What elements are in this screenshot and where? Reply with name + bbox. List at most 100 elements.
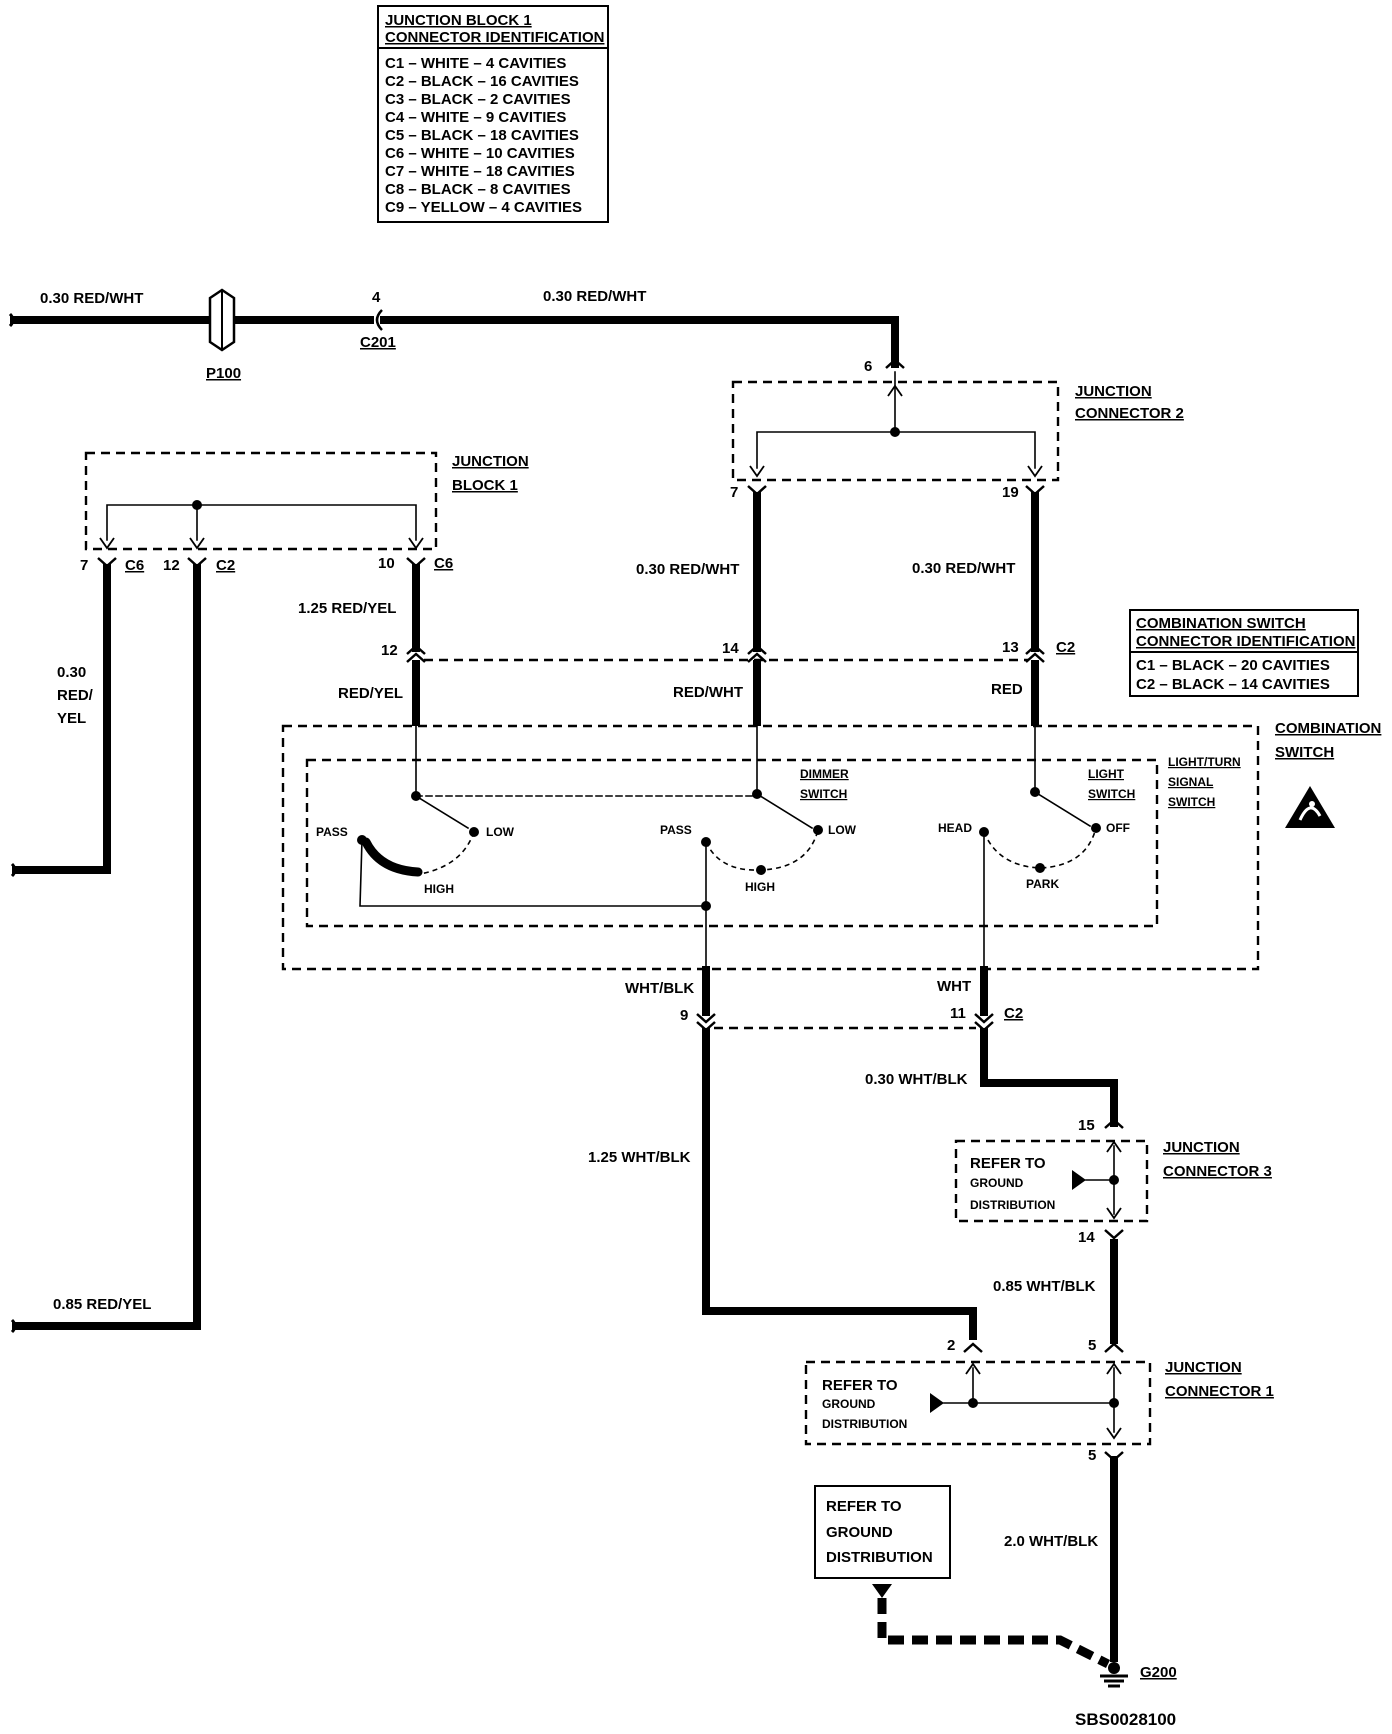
component-label: JUNCTION xyxy=(452,453,529,470)
junction-connector-2: JUNCTION CONNECTOR 2 7 19 xyxy=(730,358,1184,501)
wire-label: 0.30 xyxy=(57,664,86,681)
esd-warning-icon xyxy=(1285,786,1335,828)
top-feed-wire: 0.30 RED/WHT 0.30 RED/WHT P100 4 C201 6 xyxy=(8,288,899,382)
combination-switch: COMBINATION SWITCH LIGHT/TURN SIGNAL SWI… xyxy=(281,720,1381,971)
pin-number: 2 xyxy=(947,1337,955,1354)
connector-p100-icon xyxy=(208,288,236,352)
jb1-table-subtitle: CONNECTOR IDENTIFICATION xyxy=(385,29,604,46)
switch-position-label: HIGH xyxy=(424,882,454,896)
wire-label: 0.85 WHT/BLK xyxy=(993,1278,1096,1295)
component-label: SWITCH xyxy=(800,787,847,801)
jb1-table-row: C9 – YELLOW – 4 CAVITIES xyxy=(385,199,582,216)
pin-number: 7 xyxy=(730,484,738,501)
ground-reference-text: REFER TO xyxy=(970,1155,1046,1172)
pin-number: 7 xyxy=(80,557,88,574)
jc2-to-switch-wires: 0.30 RED/WHT 0.30 RED/WHT xyxy=(636,492,1039,726)
cs-c2-input-connector: 12 14 13 C2 RED/YEL RED/WHT RED xyxy=(338,639,1075,702)
wire-label: RED/ xyxy=(57,687,94,704)
ground-reference-text: GROUND xyxy=(826,1524,893,1541)
component-label: SWITCH xyxy=(1275,744,1334,761)
connector-label: P100 xyxy=(206,365,241,382)
wire-label: YEL xyxy=(57,710,86,727)
ground-g200: G200 xyxy=(1100,1662,1177,1688)
ground-reference-text: DISTRIBUTION xyxy=(822,1417,907,1431)
connector-label: C2 xyxy=(216,557,235,574)
wire-label: WHT/BLK xyxy=(625,980,694,997)
component-label: JUNCTION xyxy=(1075,383,1152,400)
jb1-table-row: C3 – BLACK – 2 CAVITIES xyxy=(385,91,571,108)
junction-connector-1: REFER TO GROUND DISTRIBUTION JUNCTION CO… xyxy=(804,1337,1274,1464)
light-switch: LIGHT SWITCH HEAD OFF PARK xyxy=(938,721,1135,971)
jb1-output-wires: 0.30 RED/ YEL 0.85 RED/YEL 1.25 RED/YEL xyxy=(10,564,420,1334)
jb1-connector-table: JUNCTION BLOCK 1 CONNECTOR IDENTIFICATIO… xyxy=(377,5,609,223)
switch-position-label: HIGH xyxy=(745,880,775,894)
pin-number: 14 xyxy=(722,640,739,657)
ground-reference-text: REFER TO xyxy=(826,1498,902,1515)
wire-label: WHT xyxy=(937,978,971,995)
wire-break-icon xyxy=(10,862,17,878)
switch-output-wires: 0.30 WHT/BLK 1.25 WHT/BLK 0.85 WHT/BLK 2… xyxy=(588,1028,1118,1662)
component-label: LIGHT/TURN xyxy=(1168,755,1241,769)
wire-break-icon xyxy=(8,312,15,328)
wire-label: 1.25 RED/YEL xyxy=(298,600,396,617)
component-label: CONNECTOR 3 xyxy=(1163,1163,1272,1180)
connector-label: C6 xyxy=(125,557,144,574)
junction-block-1: JUNCTION BLOCK 1 7 C6 12 C2 10 C6 xyxy=(80,451,529,574)
wire-label: RED/YEL xyxy=(338,685,403,702)
pin-number: 5 xyxy=(1088,1337,1096,1354)
cs-table-subtitle: CONNECTOR IDENTIFICATION xyxy=(1136,633,1355,650)
ground-reference-arrow-icon xyxy=(872,1584,892,1598)
wire-label: 1.25 WHT/BLK xyxy=(588,1149,691,1166)
jb1-table-row: C5 – BLACK – 18 CAVITIES xyxy=(385,127,579,144)
jb1-table-row: C8 – BLACK – 8 CAVITIES xyxy=(385,181,571,198)
component-label: BLOCK 1 xyxy=(452,477,518,494)
connector-label: C2 xyxy=(1056,639,1075,656)
jb1-table-row: C2 – BLACK – 16 CAVITIES xyxy=(385,73,579,90)
component-label: SIGNAL xyxy=(1168,775,1213,789)
connector-label: C6 xyxy=(434,555,453,572)
wire-label: RED xyxy=(991,681,1023,698)
ground-reference-text: DISTRIBUTION xyxy=(970,1198,1055,1212)
wire-label: 2.0 WHT/BLK xyxy=(1004,1533,1098,1550)
wire-label: RED/WHT xyxy=(673,684,743,701)
ground-distribution-ref: REFER TO GROUND DISTRIBUTION xyxy=(814,1485,1111,1669)
junction-connector-3: REFER TO GROUND DISTRIBUTION JUNCTION CO… xyxy=(954,1117,1272,1246)
wire-label: 0.30 WHT/BLK xyxy=(865,1071,968,1088)
wire-label: 0.30 RED/WHT xyxy=(40,290,143,307)
cs-table-row: C2 – BLACK – 14 CAVITIES xyxy=(1136,676,1330,693)
pin-number: 14 xyxy=(1078,1229,1095,1246)
pin-number: 10 xyxy=(378,555,395,572)
pin-number: 12 xyxy=(381,642,398,659)
wire-label: 0.30 RED/WHT xyxy=(543,288,646,305)
jb1-table-row: C1 – WHITE – 4 CAVITIES xyxy=(385,55,566,72)
jb1-table-row: C4 – WHITE – 9 CAVITIES xyxy=(385,109,566,126)
connector-c201-icon xyxy=(375,309,383,331)
ground-reference-text: GROUND xyxy=(822,1397,876,1411)
ground-reference-text: DISTRIBUTION xyxy=(826,1549,933,1566)
wire-label: 0.85 RED/YEL xyxy=(53,1296,151,1313)
component-label: CONNECTOR 1 xyxy=(1165,1383,1274,1400)
pin-number: 15 xyxy=(1078,1117,1095,1134)
pin-number: 9 xyxy=(680,1007,688,1024)
pin-number: 19 xyxy=(1002,484,1019,501)
pin-number: 13 xyxy=(1002,639,1019,656)
pin-number: 6 xyxy=(864,358,872,375)
switch-position-label: PASS xyxy=(660,823,692,837)
ground-reference-arrow-icon xyxy=(930,1393,944,1413)
component-label: SWITCH xyxy=(1168,795,1215,809)
cs-table-title: COMBINATION SWITCH xyxy=(1136,615,1306,632)
pin-number: 5 xyxy=(1088,1447,1096,1464)
jb1-table-row: C6 – WHITE – 10 CAVITIES xyxy=(385,145,575,162)
jb1-table-title: JUNCTION BLOCK 1 xyxy=(385,12,532,29)
component-label: DIMMER xyxy=(800,767,849,781)
cs-c2-output-connector: WHT/BLK WHT 9 11 C2 xyxy=(625,966,1023,1032)
component-label: CONNECTOR 2 xyxy=(1075,405,1184,422)
ground-reference-text: GROUND xyxy=(970,1176,1024,1190)
component-label: JUNCTION xyxy=(1165,1359,1242,1376)
ground-reference-text: REFER TO xyxy=(822,1377,898,1394)
pin-number: 11 xyxy=(950,1005,966,1022)
pin-number: 4 xyxy=(372,289,381,306)
switch-position-label: PASS xyxy=(316,825,348,839)
component-label: COMBINATION xyxy=(1275,720,1381,737)
connector-label: G200 xyxy=(1140,1664,1177,1681)
